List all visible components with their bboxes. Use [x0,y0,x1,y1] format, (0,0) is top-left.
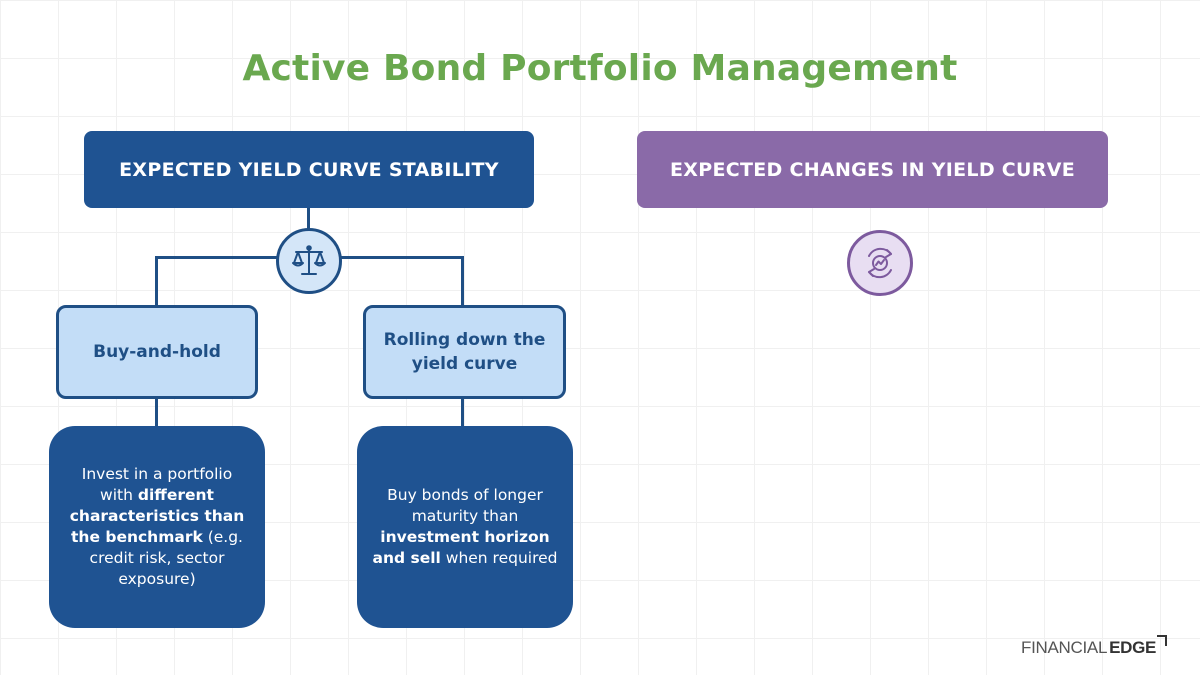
financial-edge-logo: FINANCIAL EDGE [1021,632,1168,658]
description-post: when required [440,549,558,567]
description-rolling-down: Buy bonds of longer maturity than invest… [357,426,573,628]
connector-header-to-icon [307,208,310,230]
description-pre: Invest in a portfolio with [81,465,233,504]
header-label: EXPECTED YIELD CURVE STABILITY [119,158,499,181]
strategy-label: Rolling down the yield curve [383,330,546,374]
header-label: EXPECTED CHANGES IN YIELD CURVE [670,158,1075,181]
description-bold: investment horizon and sell [372,528,550,567]
connector-right-horizontal [340,256,464,259]
logo-corner-mark-icon [1157,635,1168,646]
strategy-label: Buy-and-hold [93,342,221,362]
description-post: (e.g. credit risk, sector exposure) [89,528,243,588]
header-changes-in-yield-curve: EXPECTED CHANGES IN YIELD CURVE [637,131,1108,208]
logo-text-bold: EDGE [1109,638,1157,657]
strategy-buy-and-hold: Buy-and-hold [56,305,258,399]
header-yield-curve-stability: EXPECTED YIELD CURVE STABILITY [84,131,534,208]
page-title: Active Bond Portfolio Management [242,48,958,89]
description-text: Buy bonds of longer maturity than invest… [371,485,559,569]
connector-left-horizontal [155,256,278,259]
logo-text-light: FINANCIAL [1021,638,1108,657]
description-text: Invest in a portfolio with different cha… [63,464,251,590]
description-bold: different characteristics than the bench… [69,486,245,546]
connector-right-down [461,256,464,306]
connector-right-to-desc [461,398,464,427]
description-pre: Buy bonds of longer maturity than [387,486,543,525]
cycle-chart-icon [847,230,913,296]
connector-left-down [155,256,158,306]
scale-icon [276,228,342,294]
strategy-rolling-down: Rolling down the yield curve [363,305,566,399]
connector-left-to-desc [155,398,158,427]
description-buy-and-hold: Invest in a portfolio with different cha… [49,426,265,628]
